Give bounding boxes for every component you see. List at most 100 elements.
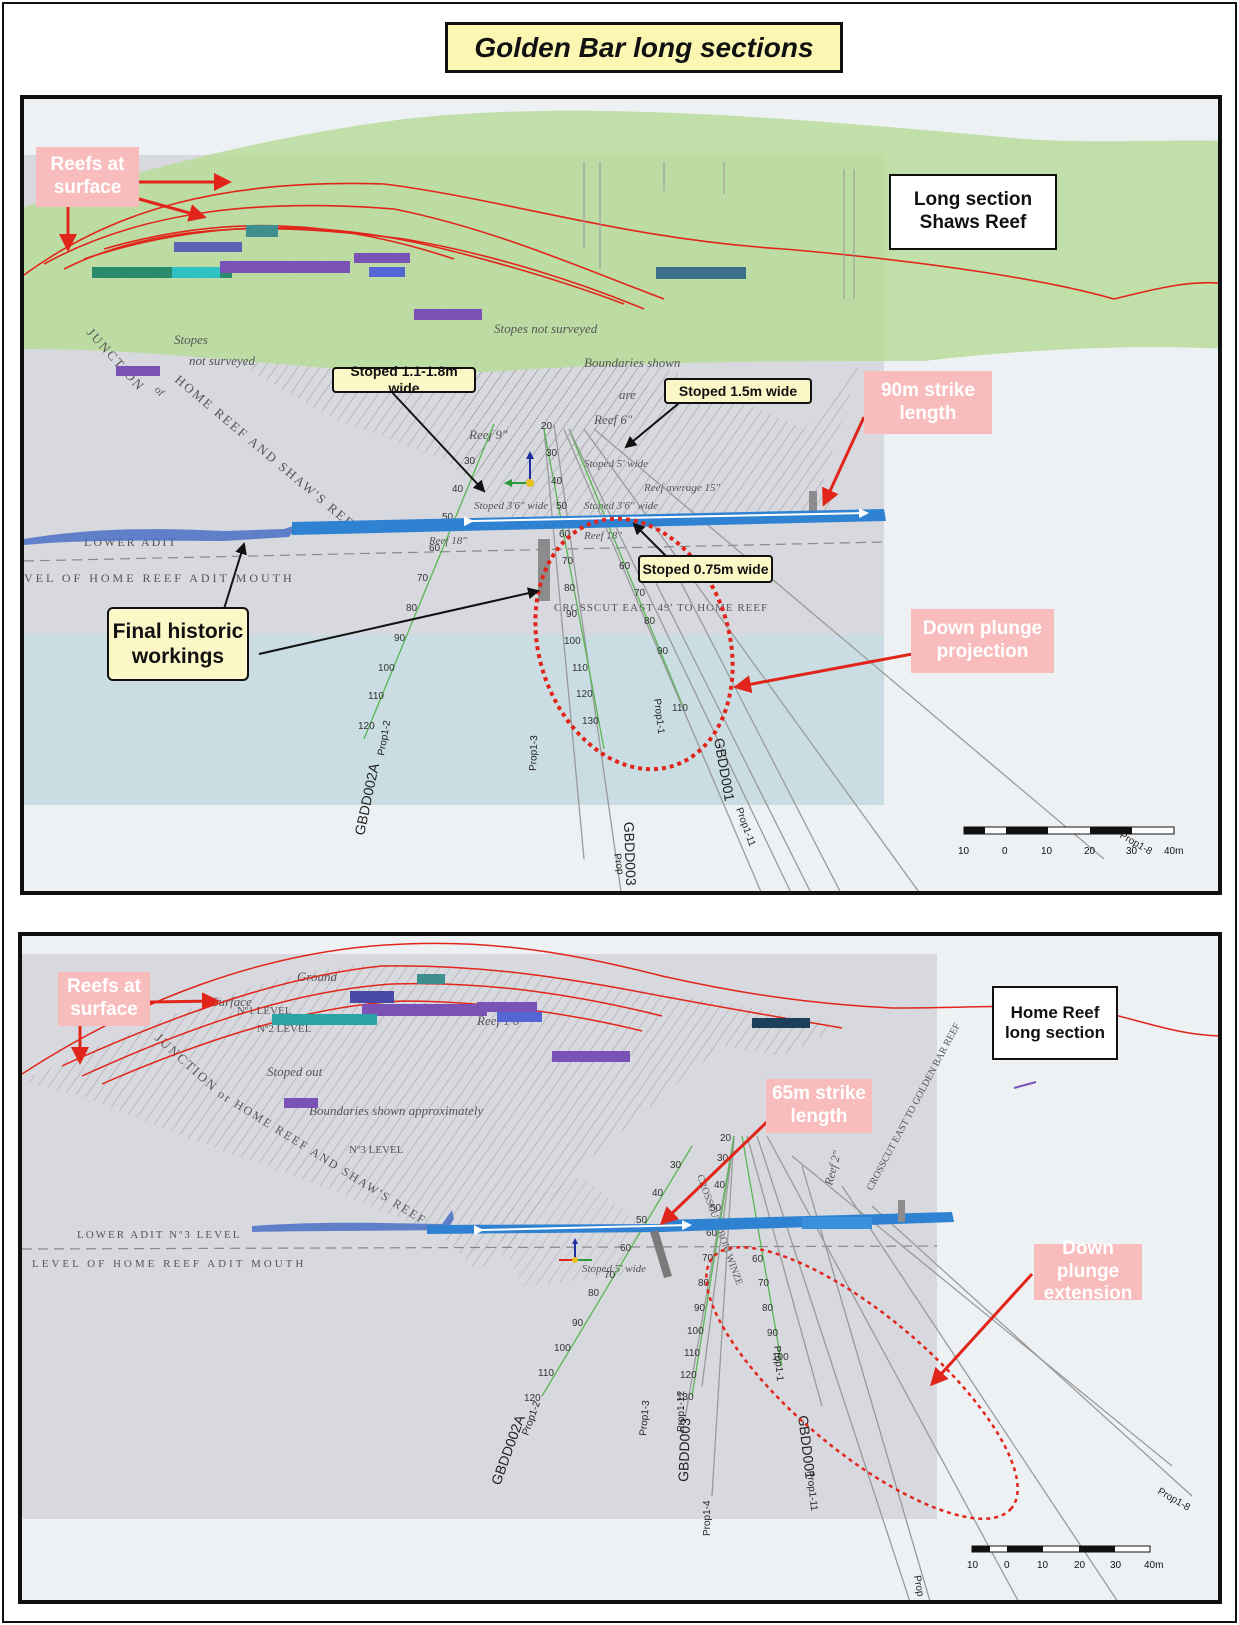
hole-prop1-1: Prop1-1 [771,1345,785,1382]
svg-text:100: 100 [564,636,581,647]
svg-text:120: 120 [358,721,375,732]
down-plunge-extension-label: Down plunge extension [1034,1238,1142,1304]
hole-gbdd003: GBDD003 [621,822,639,887]
svg-text:100: 100 [687,1326,704,1337]
svg-text:60: 60 [429,543,441,554]
svg-text:80: 80 [762,1303,774,1314]
reef-trace-1 [24,182,1218,300]
orientation-compass [504,451,534,487]
reef-trace-2 [43,204,665,300]
svg-text:20: 20 [541,421,553,432]
hist-stoped5: Stoped 5' wide [584,458,648,470]
svg-text:30: 30 [717,1153,729,1164]
hist-boundaries: Boundaries shown approximately [309,1103,484,1118]
hist-boundaries: Boundaries shown [584,355,680,370]
hist-reef9: Reef 9" [468,427,508,442]
hole-gbdd003: GBDD003 [675,1418,693,1483]
callout-arrows [59,173,940,694]
svg-text:60: 60 [559,529,571,540]
svg-text:10: 10 [1041,846,1053,857]
svg-text:70: 70 [417,573,429,584]
depth-ticks-right: 60 70 80 90 100 [752,1254,789,1363]
hist-reef-average: Reef average 15" [643,482,720,494]
svg-text:40: 40 [652,1188,664,1199]
hist-crosscut: CROSSCUT EAST 49' TO HOME REEF [554,602,768,614]
svg-text:60: 60 [706,1228,718,1239]
stoped-area-hatch [22,965,842,1266]
svg-text:90: 90 [566,609,578,620]
svg-text:110: 110 [684,1348,700,1359]
svg-text:80: 80 [406,603,418,614]
reef-traces [24,182,1218,310]
hist-not-surveyed: not surveyed [189,353,256,368]
hist-no3: Nº3 LEVEL [349,1144,404,1156]
reefs-at-surface-label: Reefs at surface [58,972,150,1026]
svg-text:10: 10 [958,846,970,857]
section-name-label: Home Reef long section [992,986,1118,1060]
hist-reef6: Reef 6" [593,412,633,427]
hole-prop1-1: Prop1-1 [651,698,666,735]
svg-text:30: 30 [546,448,558,459]
callout-arrows [71,992,1034,1387]
depth-ticks-mid: 20 30 40 50 60 70 80 90 100 110 120 130 [541,421,599,727]
svg-text:90: 90 [767,1328,779,1339]
orientation-compass [559,1238,592,1263]
svg-text:40m: 40m [1144,1560,1163,1571]
drillhole-traces [363,423,1105,891]
scale-bar: 10 0 10 20 30 40m [967,1545,1163,1571]
strike-length-label: 90m strike length [864,371,992,434]
strike-length-label: 65m strike length [766,1079,872,1133]
reefs-at-surface-label: Reefs at surface [36,147,139,207]
historic-adit-drive [24,524,299,545]
svg-text:40m: 40m [1164,846,1183,857]
hist-level-adit-mouth: LEVEL OF HOME REEF ADIT MOUTH [32,1258,306,1270]
surface-shaft-block [898,1200,905,1222]
hole-prop: Prop [611,853,626,876]
depth-ticks-left: 30 40 50 60 70 80 90 100 110 120 [358,456,476,732]
hole-prop1-12: Prop1-12 [676,1390,687,1432]
hole-prop1-8: Prop1-8 [1156,1486,1193,1514]
stoped-1-1-1-8m-callout: Stoped 1.1-1.8m wide [332,363,476,396]
svg-text:30: 30 [1110,1560,1122,1571]
svg-text:110: 110 [672,703,688,714]
hist-are: are [619,387,636,402]
historic-adit-drive [252,1210,454,1232]
drillhole-traces [541,1135,1193,1600]
svg-text:120: 120 [524,1393,541,1404]
stope-blocks [272,974,1037,1108]
svg-text:10: 10 [967,1560,979,1571]
down-plunge-ellipse [705,1246,1019,1520]
hist-stoped5: Stoped 5' wide [582,1263,646,1275]
hole-prop1-3: Prop1-3 [638,1399,652,1436]
svg-text:80: 80 [588,1288,600,1299]
bottom-long-section-panel: Surface Ground Nº1 LEVEL Nº2 LEVEL Reef … [18,932,1222,1604]
hist-stoped36: Stoped 3'6" wide [474,500,548,512]
svg-text:90: 90 [394,633,406,644]
hist-reef18b: Reef 18" [583,530,622,542]
svg-text:130: 130 [582,716,599,727]
svg-text:50: 50 [442,512,454,523]
svg-text:80: 80 [564,583,576,594]
hist-no2: Nº2 LEVEL [257,1023,312,1035]
hist-stopes-not-surveyed: Stopes not surveyed [494,321,598,336]
hole-prop1-4: Prop1-4 [702,1500,713,1536]
strike-length-arrow [463,508,869,527]
svg-text:20: 20 [720,1133,732,1144]
svg-text:70: 70 [604,1270,616,1281]
svg-text:0: 0 [1004,1560,1010,1571]
reef-trace-4 [83,226,625,305]
svg-text:20: 20 [1074,1560,1086,1571]
drive-extension-block [802,1217,872,1229]
hole-prop1-11: Prop1-11 [733,806,757,848]
svg-text:70: 70 [562,556,574,567]
svg-text:30: 30 [670,1160,682,1171]
svg-text:90: 90 [657,646,669,657]
hist-lower-adit: LOWER ADIT Nº3 LEVEL [77,1229,242,1241]
hist-stoped-out: Stoped out [267,1064,323,1079]
hist-stopes: Stopes [174,332,208,347]
stope-blocks [92,225,746,376]
adit-level-dashed-line [22,1245,938,1250]
reef-trace-5 [103,224,455,260]
scale-bar: 10 0 10 20 30 40m [958,826,1183,857]
section-name-label: Long section Shaws Reef [889,174,1057,250]
